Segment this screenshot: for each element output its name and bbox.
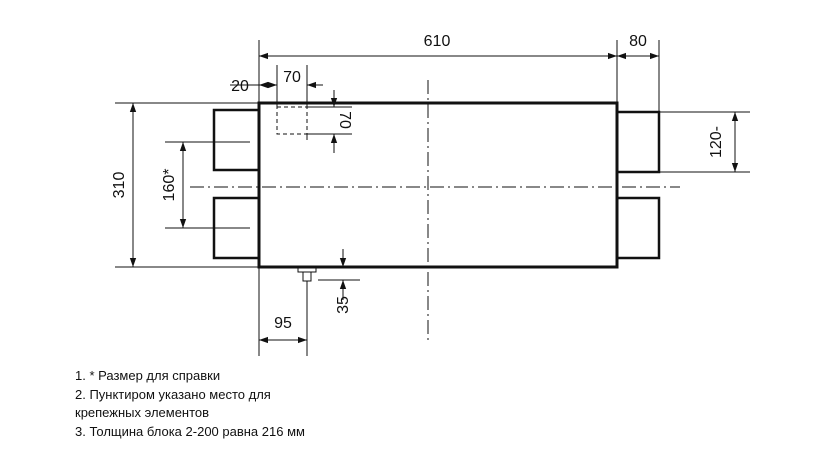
drawing-notes: 1. * Размер для справки 2. Пунктиром ука…: [75, 367, 305, 441]
mount-zone-dashed: [276, 106, 308, 135]
unit-body: [257, 101, 619, 269]
bottom-bracket: [297, 267, 317, 282]
right-stubs: [617, 110, 661, 260]
dim-95: 95: [274, 315, 292, 332]
dimension-lines: [115, 40, 750, 356]
dim-35: 35: [335, 296, 352, 314]
dim-310: 310: [111, 172, 128, 199]
dim-160: 160*: [161, 169, 178, 202]
note-1: 1. * Размер для справки: [75, 368, 221, 383]
note-2: 2. Пунктиром указано место для: [75, 386, 271, 402]
dim-610: 610: [424, 33, 451, 50]
dim-70-height: 70: [336, 111, 353, 129]
left-stubs: [212, 108, 259, 260]
note-2-cont: крепежных элементов: [75, 405, 210, 420]
dim-20: 20: [231, 78, 249, 95]
dim-80: 80: [629, 33, 647, 50]
dim-70-width: 70: [283, 69, 301, 86]
note-3: 3. Толщина блока 2-200 равна 216 мм: [75, 423, 305, 439]
dim-120: 120-: [708, 126, 725, 158]
